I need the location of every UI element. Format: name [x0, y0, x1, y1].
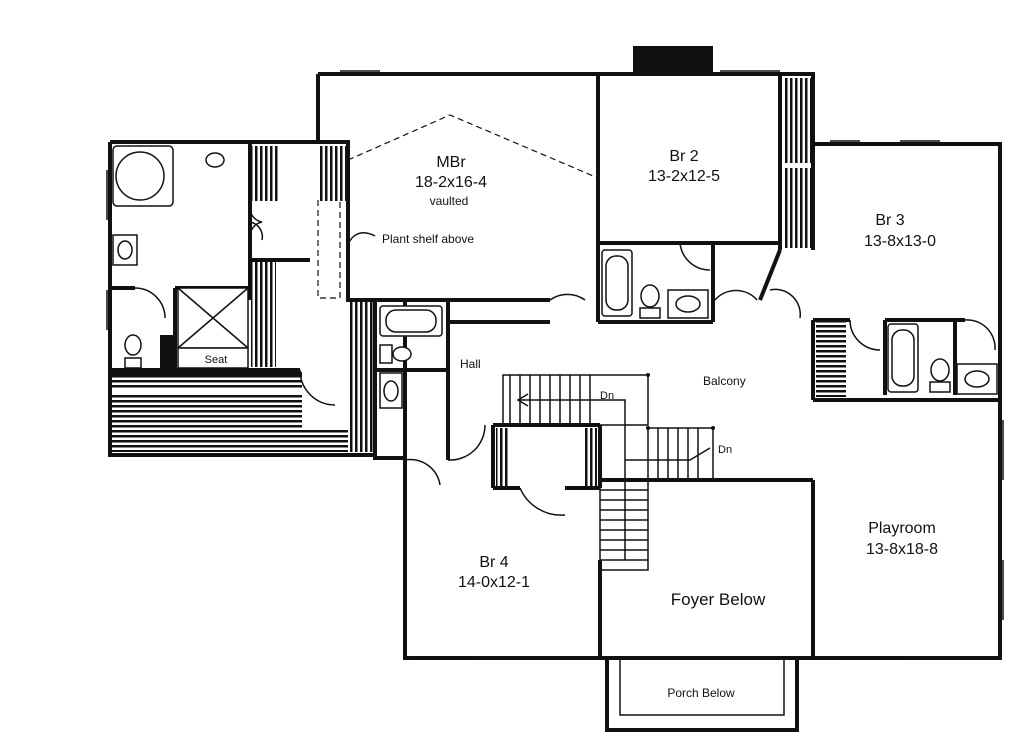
leader-line [346, 232, 376, 249]
br3-dims: 13-8x13-0 [864, 233, 936, 250]
br2-dims: 13-2x12-5 [648, 168, 720, 185]
closets [112, 78, 846, 486]
br4-name: Br 4 [479, 554, 508, 571]
hall-bath-fixtures [379, 305, 443, 409]
playroom-name: Playroom [868, 520, 936, 537]
seat-label: Seat [205, 354, 228, 366]
door-swings [134, 209, 996, 516]
hall-label: Hall [460, 357, 481, 371]
mbr-dims: 18-2x16-4 [415, 174, 487, 191]
vault-line [347, 114, 599, 179]
br2-bath-fixtures [601, 249, 709, 319]
br3-name: Br 3 [875, 212, 904, 229]
playroom-dims: 13-8x18-8 [866, 541, 938, 558]
porch-label: Porch Below [667, 686, 735, 700]
foyer-label: Foyer Below [671, 590, 766, 609]
dn-label-2: Dn [718, 444, 732, 456]
plant-shelf [317, 200, 341, 299]
windows [106, 70, 1004, 620]
br3-bath-fixtures [887, 323, 998, 395]
chimney [633, 46, 713, 74]
staircase [502, 373, 715, 571]
plant-shelf-label: Plant shelf above [382, 232, 474, 246]
br4-dims: 14-0x12-1 [458, 574, 530, 591]
master-bath-fixtures [112, 145, 249, 369]
porch [605, 660, 799, 732]
mbr-name: MBr [436, 154, 466, 171]
balcony-label: Balcony [703, 374, 746, 388]
dn-label-1: Dn [600, 390, 614, 402]
mbr-note: vaulted [430, 194, 469, 208]
br2-name: Br 2 [669, 148, 698, 165]
